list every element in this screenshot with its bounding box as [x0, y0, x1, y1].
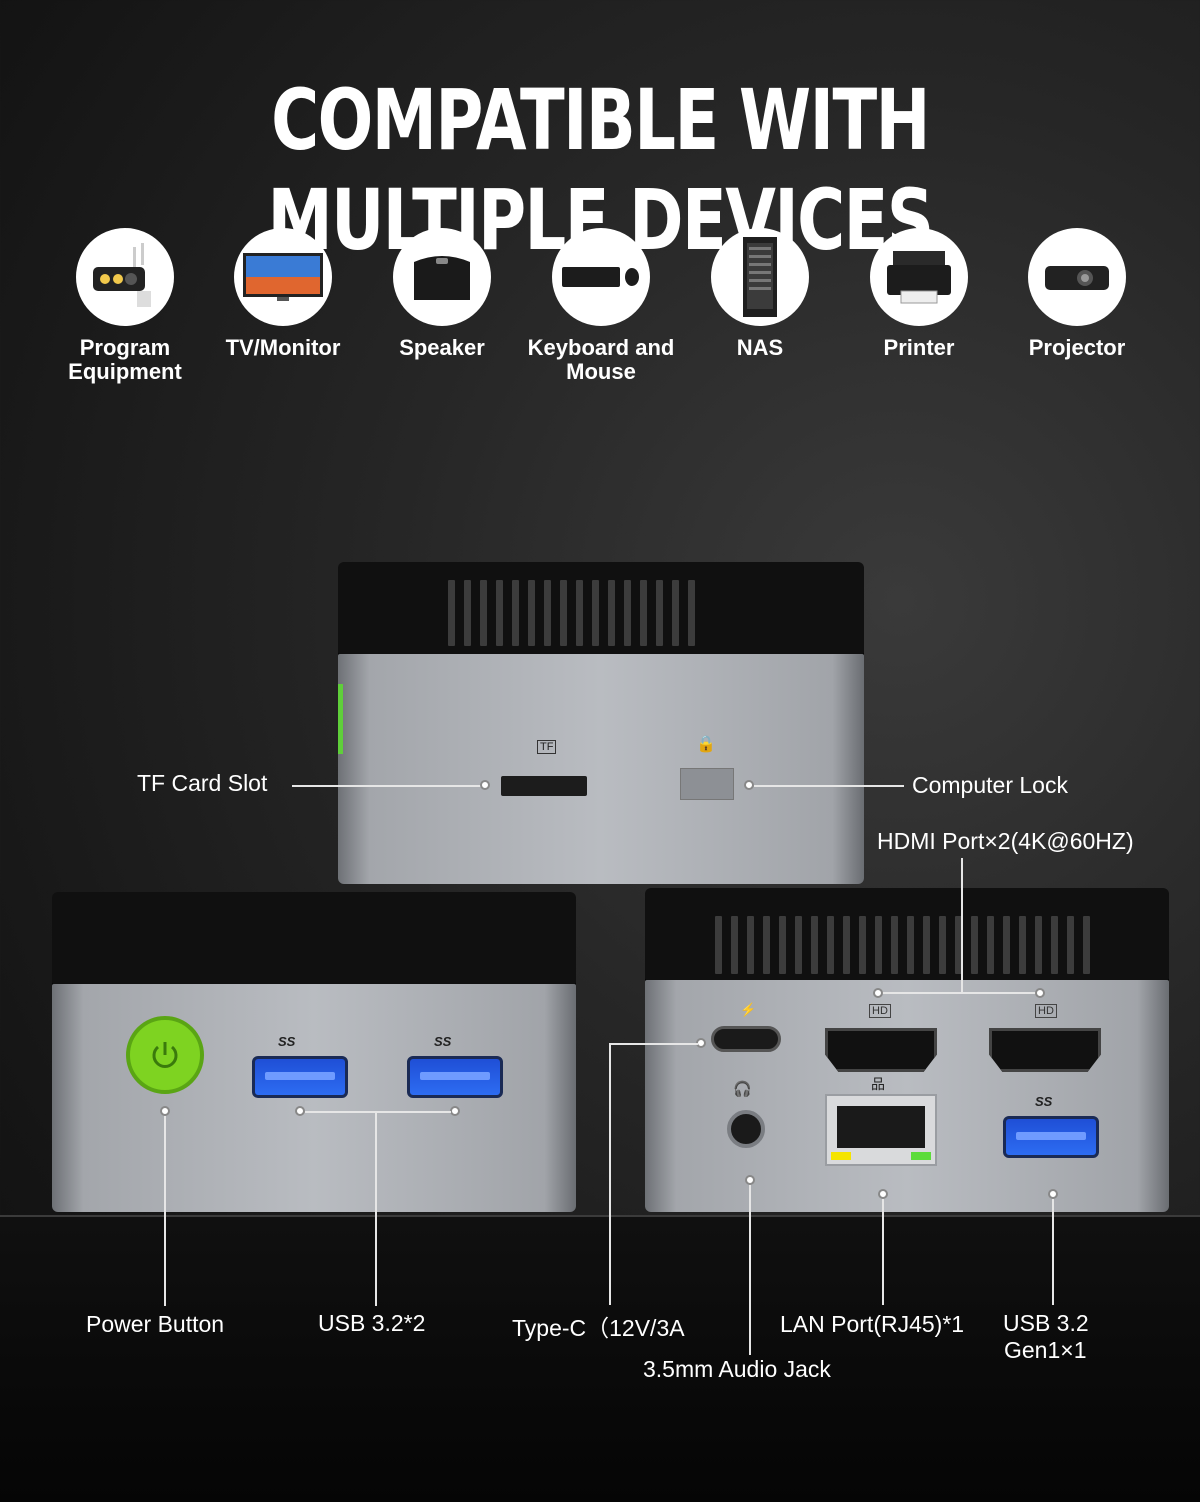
usb-ss-mark: SS	[1035, 1094, 1053, 1109]
security-camera-icon	[76, 228, 174, 326]
lan-led-green	[911, 1152, 931, 1160]
usb-ss-mark: SS	[278, 1034, 296, 1049]
pc-body: ⚡ 🎧 HD HD 品 SS	[645, 980, 1169, 1212]
audio-jack[interactable]	[727, 1110, 765, 1148]
mini-pc-front: SS SS	[52, 892, 576, 1212]
projector-icon	[1028, 228, 1126, 326]
device-printer: Printer	[834, 228, 1004, 360]
nas-server-icon	[711, 228, 809, 326]
device-keyboard-mouse: Keyboard and Mouse	[516, 228, 686, 384]
page-title: COMPATIBLE WITH MULTIPLE DEVICES	[267, 71, 934, 269]
callout-dot	[295, 1106, 305, 1116]
callout-audio-jack: 3.5mm Audio Jack	[643, 1356, 831, 1382]
callout-dot	[1048, 1189, 1058, 1199]
lan-socket	[837, 1106, 925, 1148]
leader-line	[609, 1043, 611, 1305]
callout-type-c: Type-C（12V/3A	[512, 1315, 685, 1341]
callout-hdmi: HDMI Port×2(4K@60HZ)	[877, 828, 1134, 854]
callout-dot	[480, 780, 490, 790]
device-label: Keyboard and Mouse	[527, 335, 675, 384]
power-icon	[152, 1042, 178, 1068]
device-label: TV/Monitor	[225, 335, 341, 360]
vent-grille	[448, 580, 695, 646]
leader-line	[610, 1043, 698, 1045]
tf-mark: TF	[537, 740, 557, 754]
callout-dot	[873, 988, 883, 998]
usb-port-rear[interactable]	[1003, 1116, 1099, 1158]
hdmi-port-2[interactable]	[989, 1028, 1101, 1072]
headphone-icon: 🎧	[733, 1081, 752, 1098]
usb-port-front-2[interactable]	[407, 1056, 503, 1098]
speaker-icon	[393, 228, 491, 326]
computer-lock-slot[interactable]	[680, 768, 734, 800]
leader-line	[164, 1116, 166, 1306]
callout-dot	[1035, 988, 1045, 998]
usb-ss-mark: SS	[434, 1034, 452, 1049]
pc-top-cover	[52, 892, 576, 984]
callout-usb-rear-line2: Gen1×1	[1004, 1337, 1087, 1363]
leader-line	[882, 1199, 884, 1305]
device-tv-monitor: TV/Monitor	[198, 228, 368, 360]
leader-line	[305, 1111, 451, 1113]
device-label: Printer	[883, 335, 955, 360]
callout-dot	[450, 1106, 460, 1116]
keyboard-mouse-icon	[552, 228, 650, 326]
leader-line	[1052, 1199, 1054, 1305]
hdmi-mark: HD	[1035, 1004, 1057, 1018]
pc-body: TF 🔒	[338, 654, 864, 884]
mini-pc-rear: ⚡ 🎧 HD HD 品 SS	[645, 888, 1169, 1212]
device-row: Program Equipment TV/Monitor Speaker Key…	[0, 228, 1200, 408]
device-projector: Projector	[992, 228, 1162, 360]
leader-line	[292, 785, 484, 787]
callout-usb-rear-line1: USB 3.2	[1003, 1310, 1089, 1336]
power-button[interactable]	[126, 1016, 204, 1094]
lan-port[interactable]	[825, 1094, 937, 1166]
device-speaker: Speaker	[357, 228, 527, 360]
callout-power-button: Power Button	[86, 1311, 225, 1337]
hdmi-mark: HD	[869, 1004, 891, 1018]
leader-line	[375, 1111, 377, 1306]
usb-port-front-1[interactable]	[252, 1056, 348, 1098]
tv-icon	[234, 228, 332, 326]
leader-line	[880, 992, 1042, 994]
lightning-icon: ⚡	[740, 1002, 757, 1017]
pc-top-cover	[645, 888, 1169, 980]
callout-usb-front: USB 3.2*2	[318, 1310, 426, 1336]
side-accent	[338, 684, 343, 754]
device-label: Projector	[1028, 335, 1126, 360]
network-icon: 品	[871, 1076, 885, 1092]
leader-line	[749, 1185, 751, 1355]
callout-lan-port: LAN Port(RJ45)*1	[780, 1311, 965, 1337]
leader-line	[961, 858, 963, 993]
callout-dot	[745, 1175, 755, 1185]
callout-tf-card: TF Card Slot	[137, 770, 268, 796]
callout-dot	[160, 1106, 170, 1116]
callout-computer-lock: Computer Lock	[912, 772, 1068, 798]
hdmi-port-1[interactable]	[825, 1028, 937, 1072]
device-label: Speaker	[399, 335, 485, 360]
type-c-port[interactable]	[711, 1026, 781, 1052]
lan-led-yellow	[831, 1152, 851, 1160]
tf-card-slot[interactable]	[501, 776, 587, 796]
callout-dot	[744, 780, 754, 790]
device-label: Program Equipment	[68, 335, 182, 384]
leader-line	[754, 785, 904, 787]
device-nas: NAS	[675, 228, 845, 360]
mini-pc-side: TF 🔒	[338, 562, 864, 884]
pc-top-cover	[338, 562, 864, 654]
device-program-equipment: Program Equipment	[40, 228, 210, 384]
lock-icon: 🔒	[696, 736, 716, 753]
printer-icon	[870, 228, 968, 326]
vent-grille	[715, 916, 1090, 974]
callout-dot	[878, 1189, 888, 1199]
floor-surface	[0, 1215, 1200, 1502]
device-label: NAS	[736, 335, 784, 360]
pc-body: SS SS	[52, 984, 576, 1212]
